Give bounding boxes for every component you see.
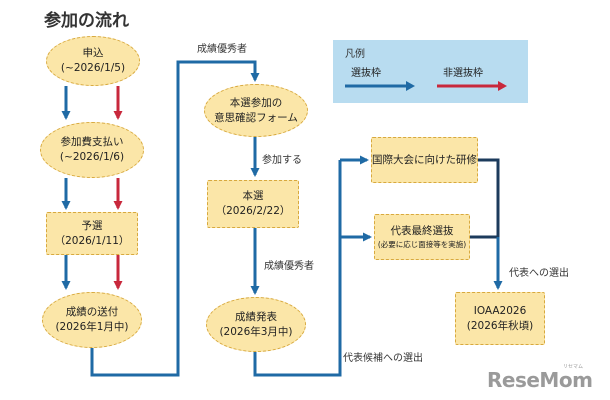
label-top-performers-2: 成績優秀者: [264, 261, 314, 272]
node-rep-select-note: (必要に応じ面接等を実施): [377, 240, 467, 249]
node-results-date: (2026年3月中): [219, 325, 293, 338]
label-rep-candidates: 代表候補への選出: [343, 353, 423, 364]
node-intent-form: 本選参加の 意思確認フォーム: [204, 84, 308, 137]
node-preliminary: 予選（2026/1/11）: [46, 212, 138, 255]
node-apply-label: 申込: [82, 47, 104, 59]
legend-selected-label: 選抜枠: [351, 68, 381, 79]
node-training-label: 国際大会に向けた研修: [372, 153, 477, 166]
node-apply-date: (~2026/1/5): [60, 62, 126, 74]
node-fee-label: 参加費支払い: [60, 136, 124, 148]
label-top-performers-1: 成績優秀者: [197, 44, 247, 55]
label-join: 参加する: [262, 155, 302, 166]
connector-send-to-intent: [90, 60, 260, 377]
node-fee-payment: 参加費支払い (~2026/1/6): [40, 122, 144, 178]
resemom-watermark-small: リセマム: [563, 364, 584, 370]
label-rep-selection: 代表への選出: [509, 268, 569, 279]
node-results-announcement: 成績発表 (2026年3月中): [206, 297, 306, 352]
node-final-label: 本選（2026/2/22）: [215, 190, 291, 217]
legend-arrows: [345, 81, 507, 91]
node-rep-select-label: 代表最終選抜: [390, 225, 454, 237]
legend-nonselected-label: 非選抜枠: [443, 68, 483, 79]
node-send-results: 成績の送付 (2026年1月中): [42, 292, 142, 348]
node-results-label: 成績発表: [235, 310, 277, 323]
legend-box: 凡例 選抜枠 非選抜枠: [333, 40, 528, 103]
node-intent-line1: 本選参加の: [229, 96, 283, 109]
node-final-round: 本選（2026/2/22）: [207, 180, 299, 228]
node-prelim-label: 予選（2026/1/11）: [54, 219, 130, 247]
node-ioaa-label: IOAA2026: [473, 304, 527, 317]
page-title: 参加の流れ: [44, 11, 129, 31]
node-intent-line2: 意思確認フォーム: [214, 111, 298, 124]
node-apply: 申込 (~2026/1/5): [46, 36, 140, 86]
node-ioaa-date: (2026年秋頃): [466, 319, 534, 332]
node-ioaa: IOAA2026 (2026年秋頃): [455, 292, 545, 345]
connector-results-branch: [253, 160, 342, 377]
node-rep-final-selection: 代表最終選抜 (必要に応じ面接等を実施): [374, 214, 470, 260]
node-fee-date: (~2026/1/6): [59, 151, 125, 163]
node-send-date: (2026年1月中): [55, 321, 129, 333]
node-send-label: 成績の送付: [65, 306, 119, 318]
connector-training-to-rep-select: [470, 158, 500, 239]
legend-title: 凡例: [345, 49, 365, 60]
resemom-watermark: ReseMom: [487, 368, 593, 392]
node-training: 国際大会に向けた研修: [371, 137, 478, 183]
